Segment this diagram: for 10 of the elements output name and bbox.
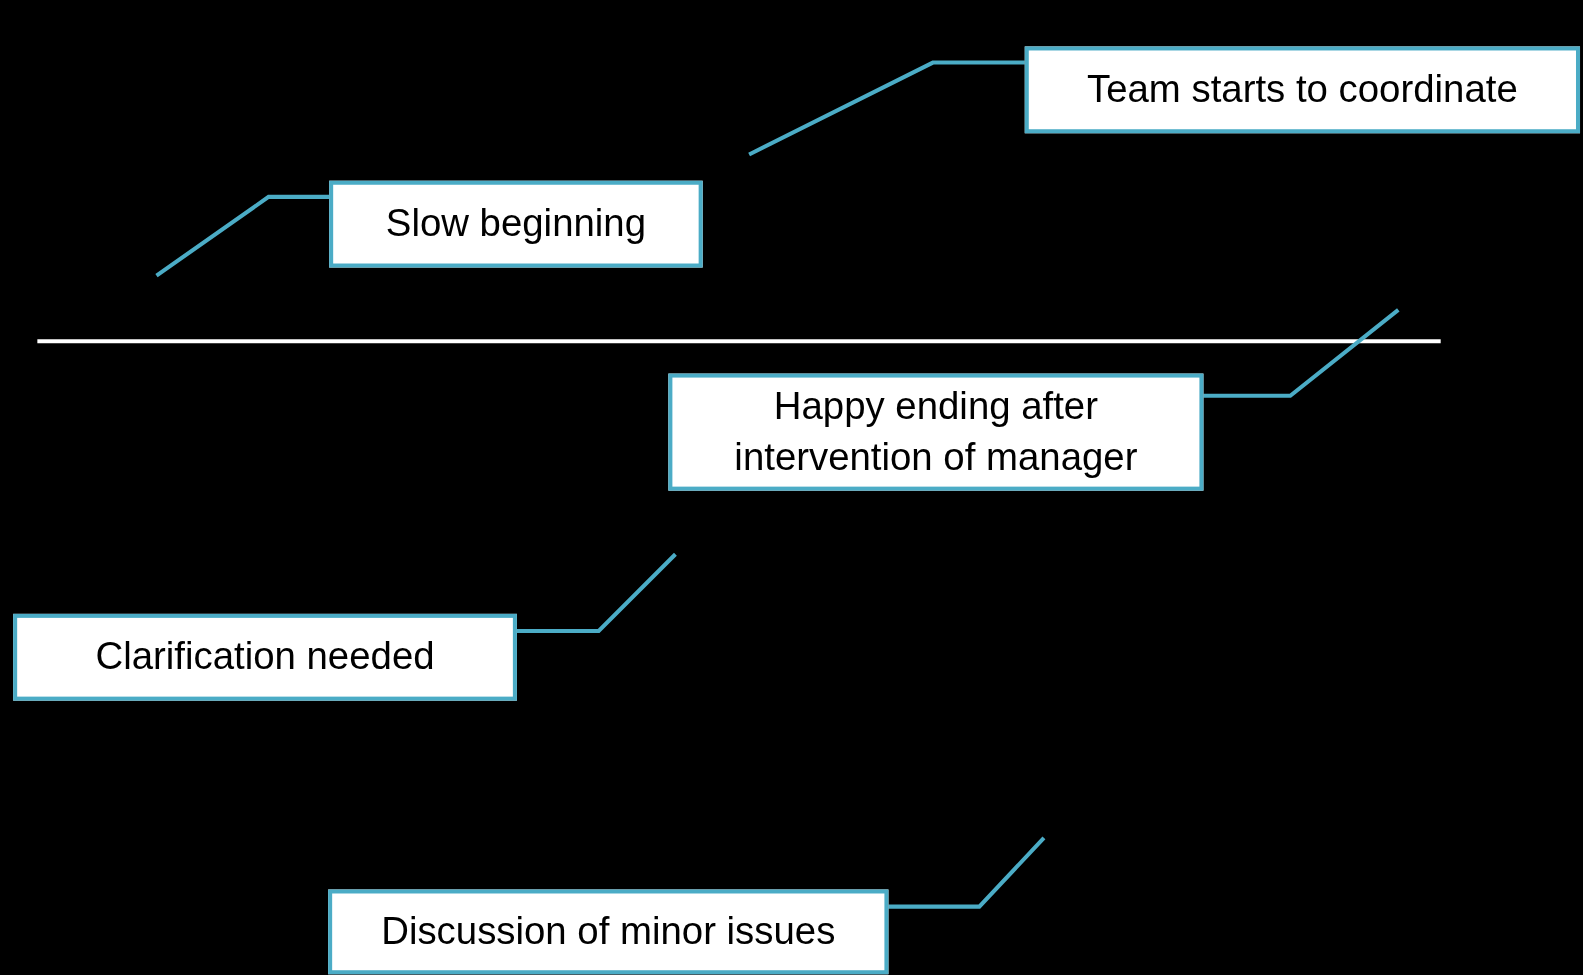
callout-box: Team starts to coordinate (1024, 46, 1580, 134)
callout-box: Slow beginning (329, 180, 703, 268)
leader-line (516, 552, 677, 633)
leader-line (155, 194, 330, 278)
callout-box: Happy ending after intervention of manager (668, 373, 1204, 491)
callout-box: Clarification needed (13, 613, 517, 701)
callout-box: Discussion of minor issues (328, 889, 889, 975)
leader-line (1203, 308, 1400, 398)
leader-line (748, 60, 1025, 157)
leader-line (888, 836, 1046, 909)
